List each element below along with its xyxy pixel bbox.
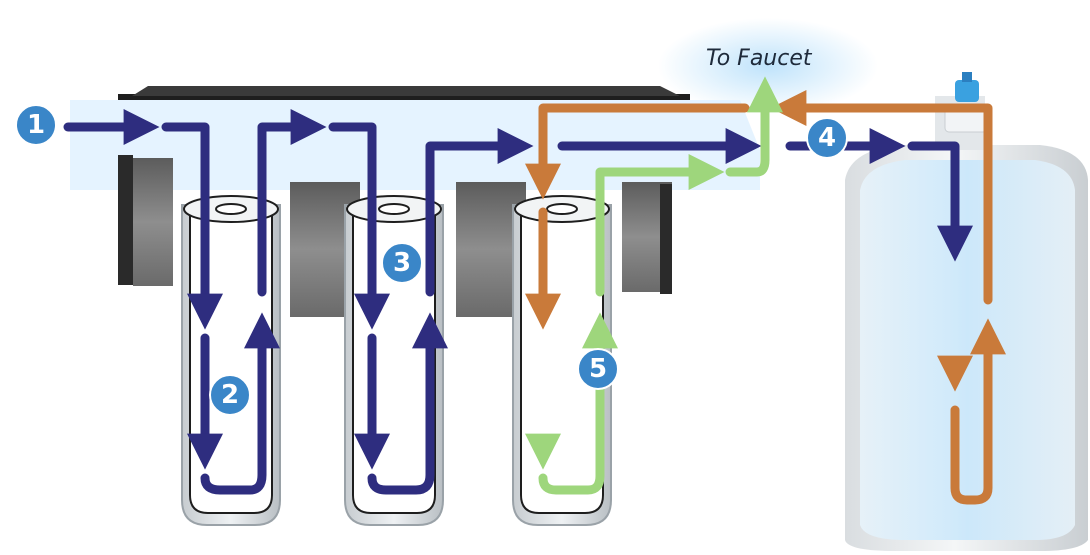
- step-badge-2: 2: [209, 374, 251, 416]
- step-badge-1: 1: [15, 104, 57, 146]
- filtered-flow: [525, 90, 1006, 505]
- faucet-label: To Faucet: [706, 46, 812, 71]
- step-badge-4: 4: [806, 117, 848, 159]
- step-badge-5: 5: [577, 348, 619, 390]
- step-badge-3: 3: [381, 242, 423, 284]
- storage-tank: [845, 72, 1088, 551]
- faucet-glow: [658, 18, 878, 114]
- feed-flow: [63, 109, 973, 495]
- tank-valve-icon: [955, 80, 979, 102]
- output-flow: [538, 76, 783, 495]
- water-channel: [70, 100, 760, 190]
